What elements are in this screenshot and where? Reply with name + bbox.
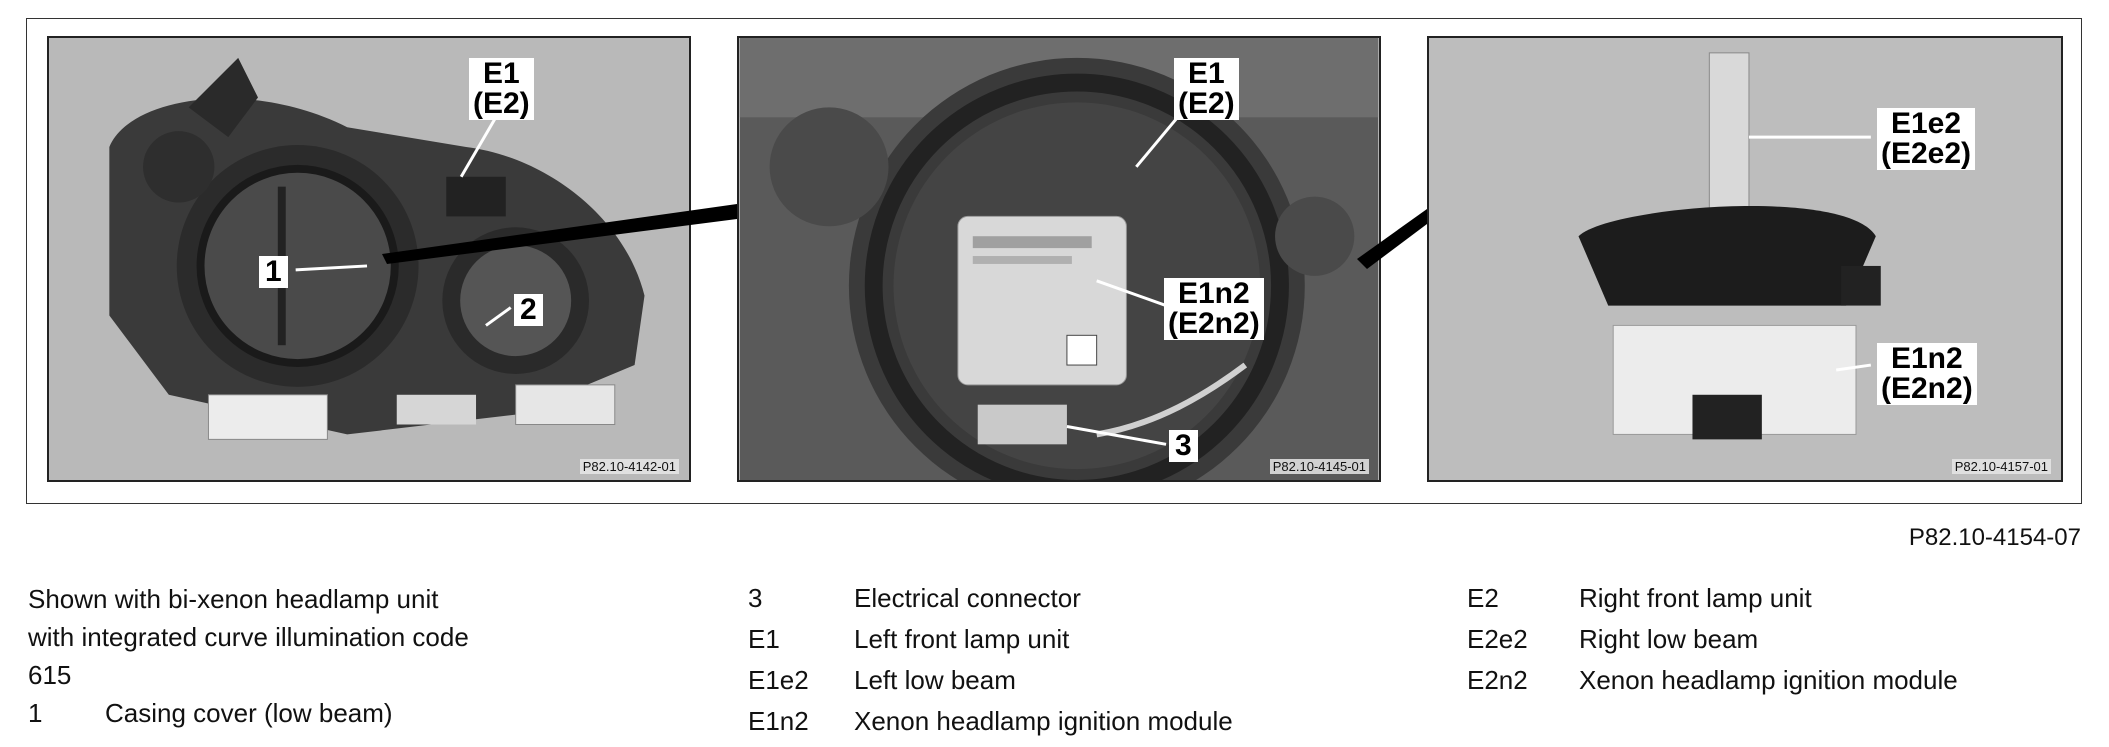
figure-code: P82.10-4154-07 (1908, 524, 2081, 551)
callout-line: (E2n2) (1881, 372, 1973, 405)
callout-line: E1e2 (1890, 107, 1962, 140)
leader-lines (1066, 118, 1178, 446)
callout-number-1: 1 (259, 256, 288, 288)
callout-e1-photo2: E1 (E2) (1174, 58, 1239, 120)
callout-e1e2-photo3: E1e2 (E2e2) (1877, 107, 1976, 170)
legend-text: Right low beam (1579, 624, 1759, 654)
legend-text: Right front lamp unit (1579, 583, 1812, 613)
callout-line: E1n2 (1177, 277, 1250, 310)
legend-item: E1 Left front lamp unit (748, 619, 1233, 660)
callout-line: (E2n2) (1168, 307, 1260, 340)
legend-key: E1n2 (748, 706, 809, 736)
legend-item: E2n2 Xenon headlamp ignition module (1467, 660, 1958, 701)
legend-key: E1 (748, 624, 780, 654)
legend-item: E1e2 Left low beam (748, 660, 1233, 701)
ignition-closeup-illustration (739, 38, 1379, 480)
callout-e1n2-photo3: E1n2 (E2n2) (1877, 343, 1977, 405)
legend-item: 3 Electrical connector (748, 578, 1233, 619)
photo-headlamp-rear: E1 (E2) 1 2 P82.10-4142-01 (47, 36, 691, 482)
legend-text: Xenon headlamp ignition module (854, 706, 1233, 736)
leader-lines (295, 116, 512, 327)
callout-line: (E2) (473, 87, 530, 120)
legend-text: Left front lamp unit (854, 624, 1070, 654)
legend-column-2: 3 Electrical connector E1 Left front lam… (748, 578, 1233, 742)
callout-e1n2-photo2: E1n2 (E2n2) (1164, 278, 1264, 340)
callout-line: E1 (482, 57, 520, 90)
figure-frame: E1 (E2) 1 2 P82.10-4142-01 (26, 18, 2082, 504)
note-line: Shown with bi-xenon headlamp unit (28, 584, 439, 614)
legend-text: Casing cover (low beam) (105, 698, 393, 728)
callout-line: E1 (1187, 57, 1225, 90)
legend-item: 1 Casing cover (low beam) (28, 694, 588, 732)
legend-item: E1n2 Xenon headlamp ignition module (748, 701, 1233, 742)
bulb-module-illustration (1429, 38, 2061, 480)
photo-ignition-closeup: E1 (E2) E1n2 (E2n2) 3 P82.10-4145-01 (737, 36, 1381, 482)
callout-e1-photo1: E1 (E2) (469, 58, 534, 120)
legend-key: E2n2 (1467, 665, 1528, 695)
note-line: with integrated curve illumination code (28, 622, 469, 652)
photo-bulb-module: E1e2 (E2e2) E1n2 (E2n2) P82.10-4157-01 (1427, 36, 2063, 482)
callout-number-3: 3 (1169, 430, 1198, 462)
callout-line: (E2e2) (1881, 137, 1972, 170)
legend-key: E1e2 (748, 665, 809, 695)
legend-key: E2e2 (1467, 624, 1528, 654)
legend-column-3: E2 Right front lamp unit E2e2 Right low … (1467, 578, 1958, 701)
leader-lines (1748, 135, 1872, 372)
callout-line: (E2) (1178, 87, 1235, 120)
legend-text: Xenon headlamp ignition module (1579, 665, 1958, 695)
legend-key: 3 (748, 583, 763, 613)
legend-key: E2 (1467, 583, 1499, 613)
photo-code: P82.10-4142-01 (579, 459, 679, 474)
legend-key: 1 (28, 698, 43, 728)
note-line: 615 (28, 660, 72, 690)
photo-code: P82.10-4145-01 (1269, 459, 1369, 474)
legend-text: Electrical connector (854, 583, 1081, 613)
callout-number-2: 2 (514, 294, 543, 326)
legend-item: E2e2 Right low beam (1467, 619, 1958, 660)
legend-item: E2 Right front lamp unit (1467, 578, 1958, 619)
figure-note: Shown with bi-xenon headlamp unit with i… (28, 580, 588, 732)
photo-code: P82.10-4157-01 (1951, 459, 2051, 474)
legend-text: Left low beam (854, 665, 1016, 695)
callout-line: E1n2 (1890, 342, 1963, 375)
